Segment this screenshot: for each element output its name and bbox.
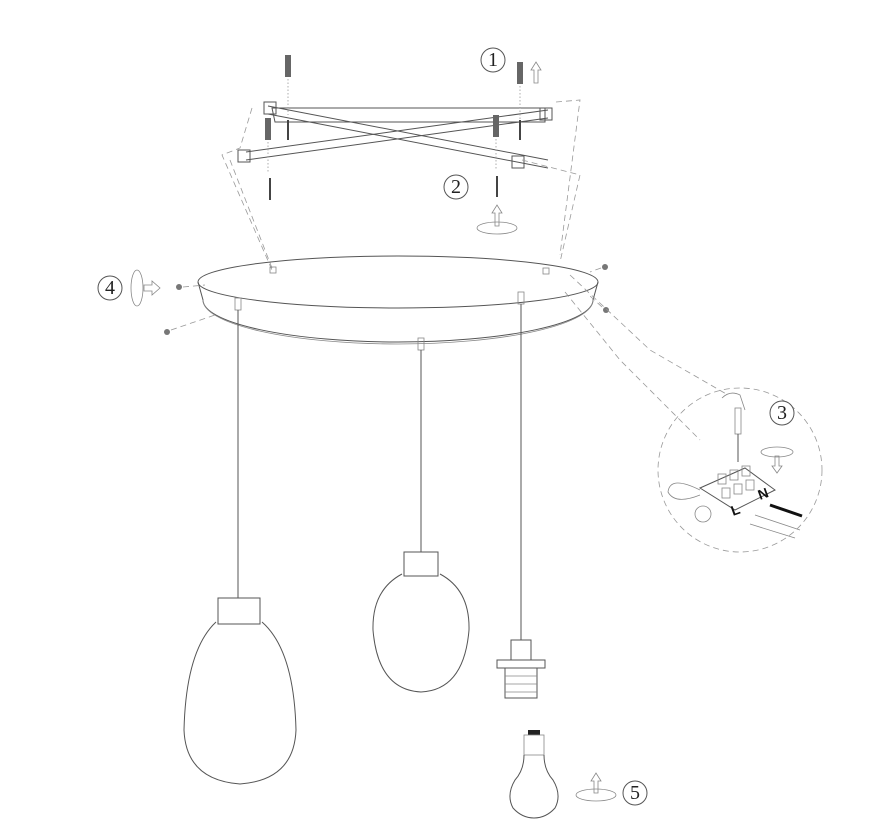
round-ceiling-canopy	[197, 255, 599, 345]
step-5-badge: 5	[622, 780, 648, 806]
pendant-cords	[234, 291, 525, 640]
cross-mounting-bracket	[237, 101, 553, 169]
svg-text:4: 4	[105, 277, 115, 299]
svg-text:1: 1	[488, 49, 498, 71]
step-3-badge: 3	[769, 400, 795, 426]
rotate-up-arrow-icon	[476, 204, 518, 235]
projection-lines	[221, 99, 581, 271]
terminal-label-live: L	[729, 501, 743, 519]
wiring-detail: L N	[657, 387, 823, 553]
svg-text:5: 5	[630, 782, 640, 804]
svg-text:3: 3	[777, 402, 787, 424]
svg-text:2: 2	[451, 176, 461, 198]
canopy-side-screws	[164, 264, 609, 335]
step-2-badge: 2	[443, 174, 469, 200]
detail-callout-lines	[564, 274, 729, 441]
glass-shade-left	[183, 597, 297, 785]
lamp-socket	[496, 639, 546, 699]
rotate-up-arrow-icon-step5	[575, 772, 617, 802]
wall-plugs	[265, 55, 523, 200]
terminal-label-neutral: N	[756, 484, 771, 502]
step-1-badge: 1	[480, 47, 506, 73]
light-bulb	[509, 730, 559, 819]
rotate-right-arrow-icon	[130, 269, 161, 307]
glass-shade-middle	[372, 551, 470, 693]
up-arrow-icon	[530, 61, 542, 84]
step-4-badge: 4	[97, 275, 123, 301]
